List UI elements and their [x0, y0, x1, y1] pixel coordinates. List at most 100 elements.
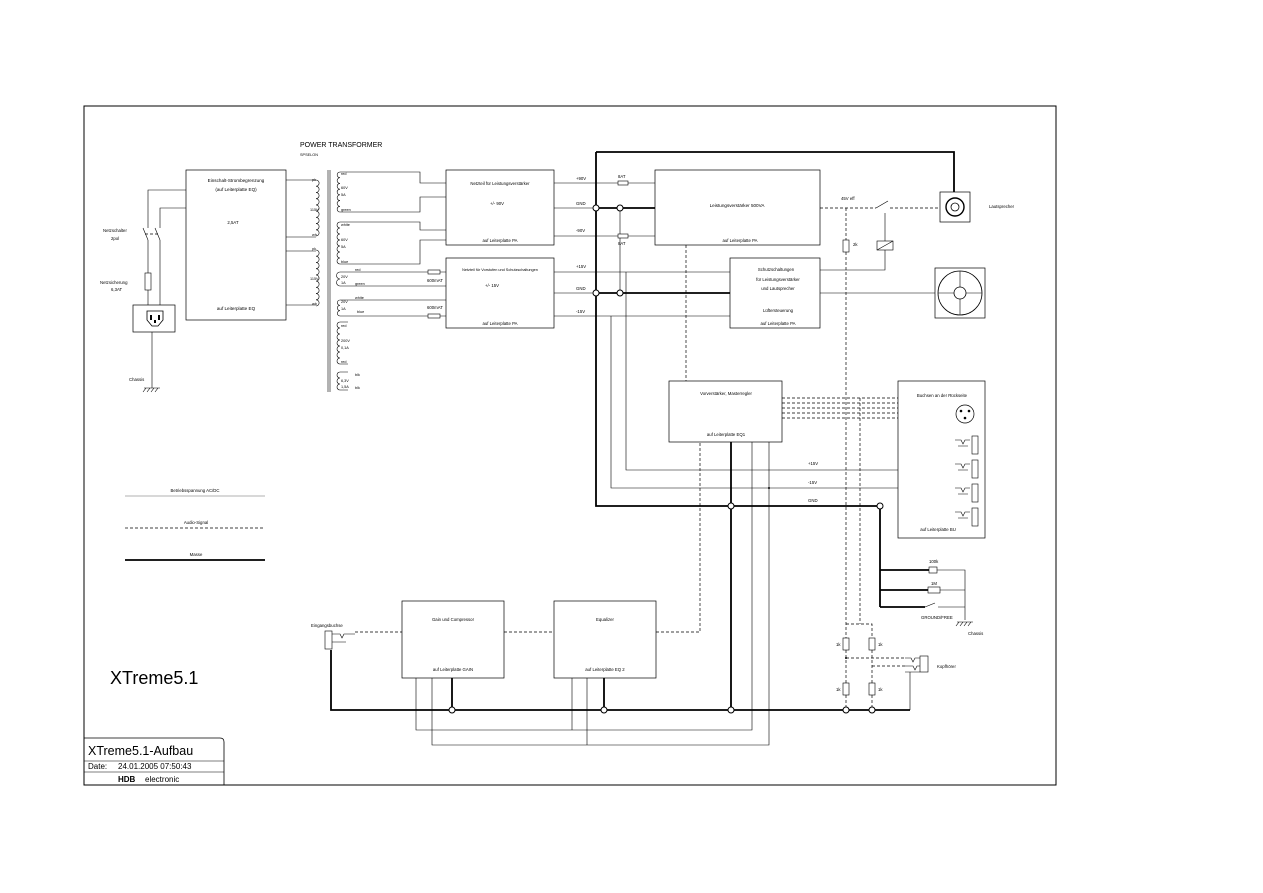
power-plug-icon — [132, 304, 176, 333]
fuse-label: 600mAT — [427, 278, 443, 283]
preamp-box — [668, 380, 783, 443]
rail-label: +15V — [576, 264, 586, 269]
legend-ground-label: Masse — [190, 552, 203, 557]
mains-chassis-label: Chassis — [129, 377, 144, 382]
transformer-subtitle: SPSELON — [300, 153, 318, 157]
headphone-label: Kopfhörer — [937, 664, 956, 669]
title-block-rules — [84, 760, 224, 773]
fuse-600mat-2 — [427, 313, 441, 319]
fuse-label: 8AT — [618, 241, 626, 246]
rail-label: GND — [576, 286, 586, 291]
mains-switch-type: 2pol — [111, 236, 119, 241]
speaker-label: Lautsprecher — [989, 204, 1015, 209]
junction-node — [600, 706, 608, 714]
primary-voltage: 115V — [310, 208, 319, 212]
date-label: Date: — [88, 762, 107, 771]
headphone-jack-icon — [905, 655, 929, 673]
secondary-lead: blue — [357, 310, 364, 314]
transformer-coil — [336, 371, 341, 391]
junction-node — [876, 502, 884, 510]
jack-socket-icon — [955, 483, 979, 503]
junction-node — [727, 502, 735, 510]
mains-switch-label: Netzschalter — [103, 228, 127, 233]
legend: Betriebsspannung AC/DC Audio-Signal Mass… — [125, 488, 265, 561]
resistor-1k — [842, 637, 850, 651]
resistor-1k-label: 1k — [878, 642, 883, 647]
fuse-8at-1 — [617, 180, 629, 186]
primary-lead: pk — [312, 247, 316, 251]
protection-line4: Lüftersteuerung — [763, 308, 794, 313]
fan-icon — [934, 267, 986, 319]
secondary-lead: blue — [341, 260, 348, 264]
mains-fuse-rating: 6,3AT — [111, 287, 123, 292]
jack-socket-icon — [955, 507, 979, 527]
inrush-board: auf Leiterplatte EQ — [217, 306, 256, 311]
resistor-1k — [842, 682, 850, 696]
equalizer-title: Equalizer — [596, 617, 614, 622]
secondary-current: 1A — [341, 281, 346, 285]
junction-node — [592, 204, 600, 212]
legend-supply-label: Betriebsspannung AC/DC — [171, 488, 220, 493]
drawing-frame — [83, 105, 1057, 786]
resistor-1m — [927, 586, 941, 594]
company-logo: HDB — [118, 775, 136, 784]
rear-jacks-title: Buchsen an der Rückseite — [917, 393, 968, 398]
psu-amp-voltage: +/- 90V — [490, 201, 504, 206]
junction-dot — [845, 657, 847, 659]
protection-line1: Schutzschaltungen — [758, 267, 795, 272]
ground-free-label: GROUND/FREE — [921, 615, 953, 620]
gain-title: Gain und Compressor — [432, 617, 475, 622]
title-block: XTreme5.1-Aufbau Date: 24.01.2005 07:50:… — [84, 737, 225, 785]
jack-socket-icon — [955, 459, 979, 479]
inrush-subtitle: (auf Leiterplatte EQ) — [215, 187, 257, 192]
fuse-600mat-1 — [427, 269, 441, 275]
resistor-1k — [868, 637, 876, 651]
power-amp-board: auf Leiterplatte PA — [722, 238, 757, 243]
gain-board: auf Leiterplatte GAIN — [433, 667, 473, 672]
secondary-current: 1A — [341, 307, 346, 311]
rail-label: GND — [808, 498, 818, 503]
fuse-label: 8AT — [618, 174, 626, 179]
junction-node — [448, 706, 456, 714]
psu-amp-title: Netzteil für Leistungsverstärker — [470, 181, 530, 186]
chassis-label: Chassis — [968, 631, 983, 636]
input-jack-icon — [324, 630, 355, 650]
secondary-voltage: 20V — [341, 275, 348, 279]
secondary-voltage: 6,3V — [341, 379, 349, 383]
company-name: electronic — [145, 775, 179, 784]
speaker-icon — [939, 191, 971, 223]
legend-audio-label: Audio-Signal — [184, 520, 208, 525]
resistor-1k-label: 1k — [836, 687, 841, 692]
junction-node — [616, 289, 624, 297]
protection-line3: und Lautsprecher — [761, 286, 795, 291]
equalizer-board: auf Leiterplatte EQ 2 — [585, 667, 625, 672]
rail-label: +90V — [576, 176, 586, 181]
protection-line2: für Leistungsverstärker — [756, 277, 800, 282]
secondary-voltage: 20V — [341, 300, 348, 304]
transformer — [315, 170, 341, 392]
junction-node — [842, 706, 850, 714]
secondary-current: 1,5A — [341, 385, 349, 389]
rear-jacks-board: auf Leiterplatte BU — [920, 527, 956, 532]
rail-label: -90V — [576, 228, 585, 233]
secondary-lead: green — [341, 208, 351, 212]
audio-wires — [355, 207, 940, 710]
transformer-coil — [315, 179, 320, 237]
secondary-lead: red — [341, 324, 347, 328]
ground-wires — [330, 151, 955, 711]
junction-node — [592, 289, 600, 297]
equalizer-box — [553, 600, 657, 679]
rail-label: +15V — [808, 461, 818, 466]
inrush-fuse-label: 2,5AT — [227, 220, 239, 225]
rail-label: GND — [576, 201, 586, 206]
fuse-label: 600mAT — [427, 305, 443, 310]
mains-fuse — [144, 272, 152, 291]
secondary-lead: blk — [355, 373, 360, 377]
psu-amp-box — [445, 169, 555, 246]
junction-node — [868, 706, 876, 714]
secondary-lead: white — [341, 223, 350, 227]
speaker-relay-contact — [875, 200, 889, 209]
transformer-coil — [315, 249, 320, 307]
psu-aux-voltage: +/- 15V — [485, 283, 499, 288]
transformer-title: POWER TRANSFORMER — [300, 142, 382, 149]
